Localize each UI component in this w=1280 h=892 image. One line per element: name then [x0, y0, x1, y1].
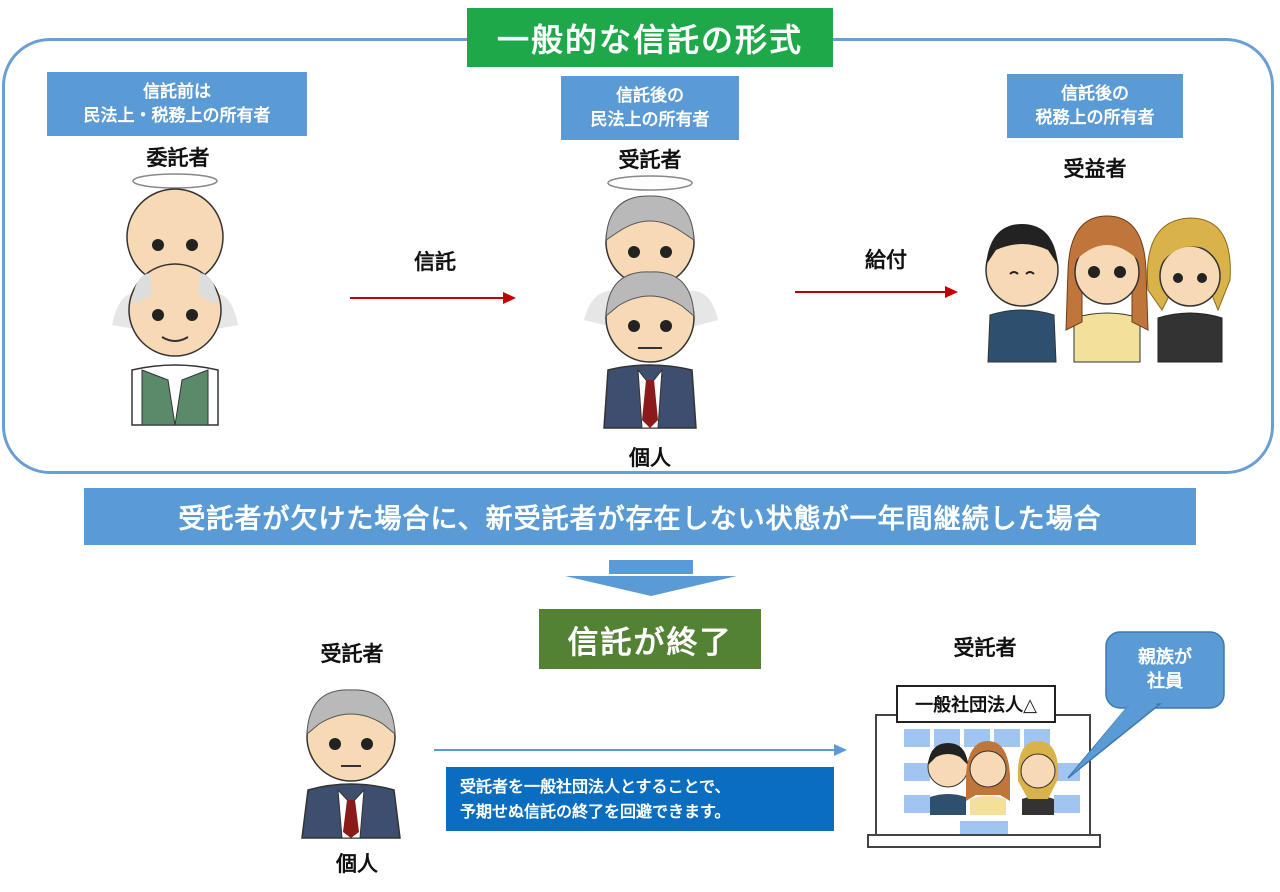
beneficiaries-illustration: [985, 215, 1231, 363]
bottom-left-individual-label: 個人: [336, 852, 378, 876]
speech-bubble-text: 親族が 社員: [1106, 635, 1224, 705]
down-arrow: [565, 560, 737, 596]
speech-bubble-shape: [1067, 631, 1225, 779]
settlor-box-line1: 信託前は: [143, 82, 211, 102]
settlor-ownership-box: 信託前は 民法上・税務上の所有者: [47, 72, 307, 136]
condition-banner: 受託者が欠けた場合に、新受託者が存在しない状態が一年間継続した場合: [84, 488, 1196, 545]
corporation-building-illustration: [867, 714, 1101, 848]
trustee-label: 受託者: [618, 148, 682, 172]
trustee-figure-illustration: [584, 175, 718, 429]
trustee-box-line1: 信託後の: [616, 86, 684, 106]
benefit-note: 受託者を一般社団法人とすることで、 予期せぬ信託の終了を回避できます。: [446, 767, 834, 831]
bubble-line1: 親族が: [1138, 647, 1192, 668]
bottom-left-trustee-label: 受託者: [320, 642, 384, 666]
beneficiary-box-line1: 信託後の: [1061, 84, 1129, 104]
settlor-label: 委託者: [146, 146, 210, 170]
trust-arrow-label: 信託: [414, 250, 456, 274]
bubble-line2: 社員: [1147, 671, 1183, 692]
trustee-individual-label: 個人: [629, 446, 671, 470]
settlor-figure-illustration: [112, 173, 238, 426]
bottom-right-trustee-label: 受託者: [953, 636, 1017, 660]
trustee-ownership-box: 信託後の 民法上の所有者: [561, 76, 739, 140]
beneficiary-ownership-box: 信託後の 税務上の所有者: [1007, 74, 1183, 138]
benefit-arrow: [795, 286, 958, 298]
note-line1: 受託者を一般社団法人とすることで、: [460, 777, 731, 796]
benefit-arrow-label: 給付: [865, 248, 907, 272]
individual-trustee-illustration: [301, 689, 401, 839]
settlor-box-line2: 民法上・税務上の所有者: [83, 106, 271, 126]
beneficiary-label: 受益者: [1063, 157, 1127, 181]
trust-termination-box: 信託が終了: [539, 609, 761, 669]
corporation-name-label: 一般社団法人△: [896, 685, 1056, 723]
corporation-arrow: [434, 744, 847, 756]
trustee-box-line2: 民法上の所有者: [590, 110, 710, 130]
note-line2: 予期せぬ信託の終了を回避できます。: [460, 802, 731, 821]
beneficiary-box-line2: 税務上の所有者: [1035, 108, 1155, 128]
trust-arrow: [350, 292, 516, 304]
diagram-title: 一般的な信託の形式: [467, 8, 833, 67]
